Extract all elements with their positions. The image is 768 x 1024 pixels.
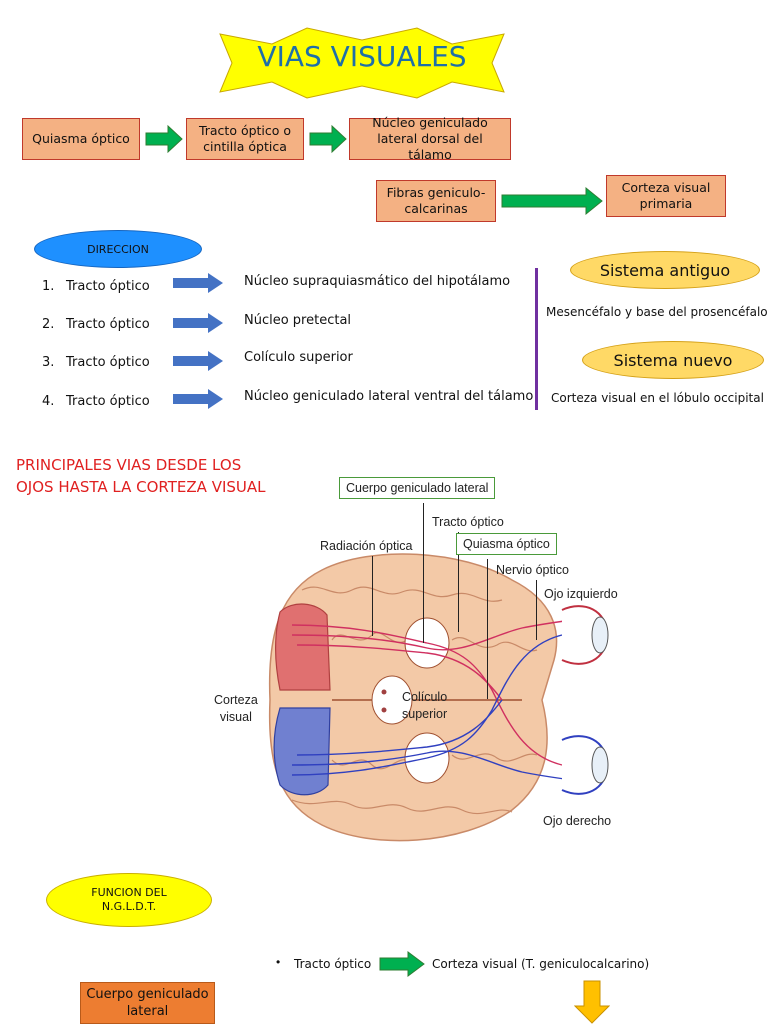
- corteza-line1: Corteza: [214, 693, 258, 707]
- flow-box-tracto: Tracto óptico o cintilla óptica: [186, 118, 304, 160]
- purple-divider: [535, 268, 538, 410]
- bullet: •: [276, 955, 281, 969]
- item-target: Colículo superior: [244, 350, 353, 365]
- label-corteza-visual: Corteza visual: [214, 692, 258, 726]
- label-tracto-optico: Tracto óptico: [432, 515, 504, 529]
- item-source: Tracto óptico: [66, 355, 150, 370]
- cuerpo-geniculado-box: Cuerpo geniculado lateral: [80, 982, 215, 1024]
- label-ojo-derecho: Ojo derecho: [543, 814, 612, 828]
- leader-line: [423, 503, 424, 643]
- down-arrow-icon: [574, 980, 610, 1024]
- direccion-label: DIRECCION: [87, 242, 149, 256]
- flow-box-corteza: Corteza visual primaria: [606, 175, 726, 217]
- funcion-ellipse: FUNCION DEL N.G.L.D.T.: [46, 873, 212, 927]
- item-target: Núcleo geniculado lateral ventral del tá…: [244, 389, 534, 404]
- section-heading-line1: PRINCIPALES VIAS DESDE LOS: [16, 456, 242, 474]
- label-cuerpo-geniculado: Cuerpo geniculado lateral: [339, 477, 496, 499]
- green-arrow-icon: [145, 124, 183, 154]
- flow-box-nucleo: Núcleo geniculado lateral dorsal del tál…: [349, 115, 511, 162]
- green-arrow-icon: [379, 951, 425, 977]
- label-coliculo-superior: Colículo superior: [402, 689, 447, 723]
- coliculo-line1: Colículo: [402, 690, 448, 704]
- section-heading: PRINCIPALES VIAS DESDE LOS OJOS HASTA LA…: [16, 454, 266, 498]
- sistema-nuevo-desc: Corteza visual en el lóbulo occipital: [551, 391, 764, 405]
- item-source: Tracto óptico: [66, 394, 150, 409]
- item-target: Núcleo supraquiasmático del hipotálamo: [244, 274, 511, 289]
- blue-arrow-icon: [173, 389, 223, 409]
- cuerpo-geniculado-label: Cuerpo geniculado lateral: [86, 987, 209, 1019]
- blue-arrow-icon: [173, 313, 223, 333]
- label-quiasma-optico: Quiasma óptico: [456, 533, 557, 555]
- funcion-source: Tracto óptico: [294, 957, 372, 971]
- leader-line: [487, 559, 488, 699]
- label-radiacion-optica: Radiación óptica: [320, 539, 413, 553]
- item-number: 1.: [42, 279, 55, 294]
- coliculo-line2: superior: [402, 707, 448, 721]
- blue-arrow-icon: [173, 273, 223, 293]
- funcion-label-line1: FUNCION DEL: [91, 886, 167, 899]
- item-source: Tracto óptico: [66, 317, 150, 332]
- flow-box-fibras: Fibras geniculo-calcarinas: [376, 180, 496, 222]
- funcion-target: Corteza visual (T. geniculocalcarino): [432, 957, 650, 971]
- sistema-nuevo-ellipse: Sistema nuevo: [582, 341, 764, 379]
- title-star-shape: [219, 27, 505, 99]
- direccion-ellipse: DIRECCION: [34, 230, 202, 268]
- item-source: Tracto óptico: [66, 279, 150, 294]
- green-arrow-icon: [309, 124, 347, 154]
- brain-illustration: [268, 553, 609, 842]
- leader-line: [458, 532, 459, 632]
- funcion-label: FUNCION DEL N.G.L.D.T.: [91, 886, 166, 914]
- blue-arrow-icon: [173, 351, 223, 371]
- leader-line: [536, 580, 537, 640]
- green-arrow-icon: [501, 186, 603, 216]
- page-title: VIAS VISUALES: [257, 40, 467, 73]
- corteza-line2: visual: [219, 710, 252, 724]
- label-nervio-optico: Nervio óptico: [496, 563, 569, 577]
- flow-box-quiasma: Quiasma óptico: [22, 118, 140, 160]
- sistema-antiguo-desc: Mesencéfalo y base del prosencéfalo: [546, 305, 768, 319]
- item-number: 3.: [42, 355, 55, 370]
- item-number: 2.: [42, 317, 55, 332]
- funcion-label-line2: N.G.L.D.T.: [101, 900, 157, 913]
- leader-line: [372, 556, 373, 636]
- sistema-antiguo-ellipse: Sistema antiguo: [570, 251, 760, 289]
- sistema-nuevo-label: Sistema nuevo: [613, 350, 733, 370]
- item-number: 4.: [42, 394, 55, 409]
- sistema-antiguo-label: Sistema antiguo: [599, 260, 731, 280]
- section-heading-line2: OJOS HASTA LA CORTEZA VISUAL: [16, 478, 266, 496]
- item-target: Núcleo pretectal: [244, 313, 352, 328]
- label-ojo-izquierdo: Ojo izquierdo: [544, 587, 618, 601]
